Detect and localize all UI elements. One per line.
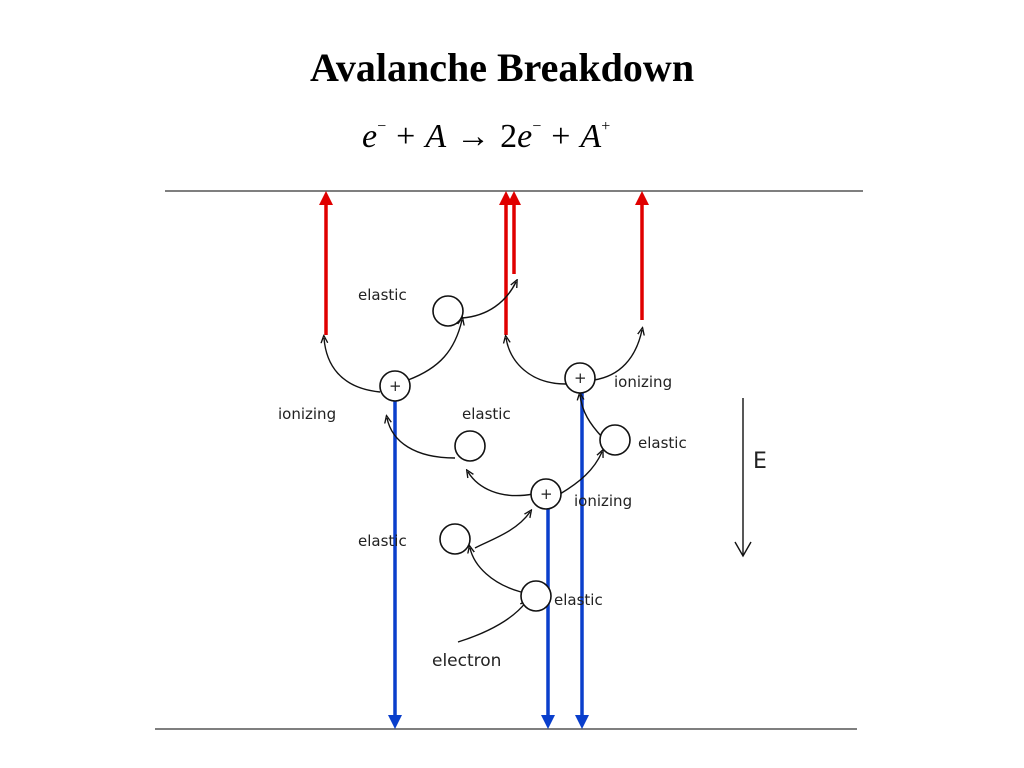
atom-circle [564, 362, 596, 394]
page-title: Avalanche Breakdown [309, 45, 695, 90]
reaction-equation: e−+A→2e−+A+ [362, 118, 610, 156]
field-arrow-head [734, 541, 752, 558]
trajectory-curve [580, 395, 603, 438]
atom-circle [379, 370, 411, 402]
trajectory-curve [407, 320, 462, 381]
eq-coeff: 2 [500, 118, 518, 155]
eq-electron: e [362, 118, 378, 155]
label-elastic: elastic [358, 532, 407, 550]
trajectory-incoming-electron [457, 602, 526, 643]
label-electron: electron [432, 651, 501, 671]
trajectory-curve [324, 338, 381, 393]
trajectory-curve [470, 548, 522, 593]
label-elastic: elastic [554, 591, 603, 609]
atom-circle [520, 580, 552, 612]
eq-electron-charge: − [377, 118, 387, 135]
label-elastic: elastic [358, 286, 407, 304]
trajectory-curve [506, 338, 567, 385]
label-elastic: elastic [638, 434, 687, 452]
label-ionizing: ionizing [574, 492, 632, 510]
atom-circle [439, 523, 471, 555]
ion-plus-sign: + [389, 377, 402, 395]
trajectory-curve [461, 282, 516, 319]
eq-arrow: → [456, 118, 491, 155]
eq-atom: A [425, 118, 447, 155]
trajectory-curve [593, 330, 642, 381]
ion-plus-sign: + [574, 369, 587, 387]
trajectory-curve [387, 418, 456, 459]
atom-circle [530, 478, 562, 510]
label-field-E: E [753, 449, 767, 474]
eq-ion: A [580, 118, 602, 155]
label-ionizing: ionizing [614, 373, 672, 391]
atom-circle [432, 295, 464, 327]
trajectory-curve [559, 452, 602, 495]
eq-plus-2: + [551, 118, 571, 155]
trajectory-curve [468, 472, 534, 497]
atom-circle [454, 430, 486, 462]
trajectory-curve [474, 512, 530, 549]
label-ionizing: ionizing [278, 405, 336, 423]
eq-product-electron-charge: − [532, 118, 542, 135]
eq-product-electron: e [517, 118, 533, 155]
label-elastic: elastic [462, 405, 511, 423]
atom-circle [599, 424, 631, 456]
eq-ion-charge: + [601, 118, 611, 135]
eq-plus-1: + [396, 118, 416, 155]
ion-plus-sign: + [540, 485, 553, 503]
